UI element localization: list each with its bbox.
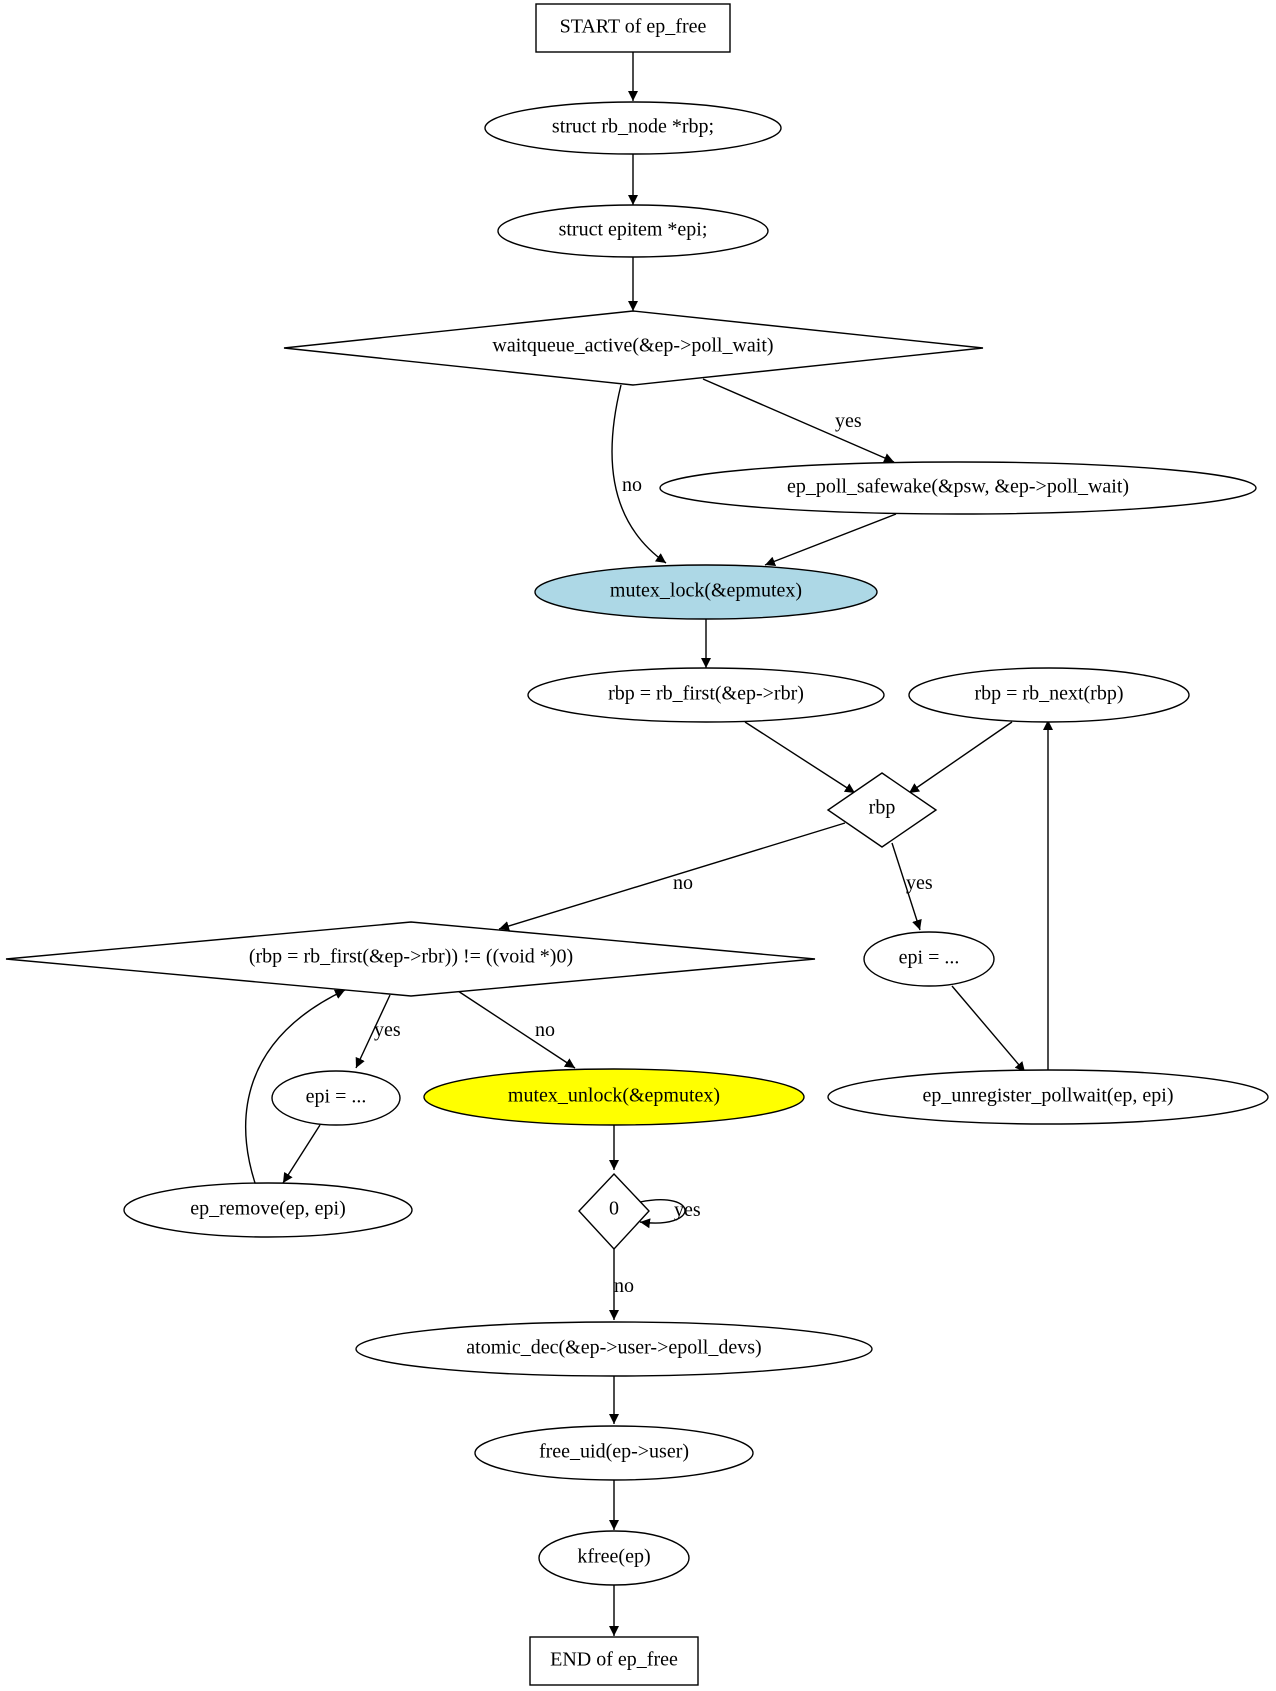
node-free-uid: free_uid(ep->user) <box>474 1425 754 1481</box>
node-rb-first-decision: (rbp = rb_first(&ep->rbr)) != ((void *)0… <box>5 921 816 997</box>
edge-rbp-no <box>498 822 846 931</box>
edge-waitqueue-yes <box>702 378 895 463</box>
node-start: START of ep_free <box>535 3 731 53</box>
node-decl-rbp: struct rb_node *rbp; <box>484 101 782 155</box>
node-mutex-unlock-label: mutex_unlock(&epmutex) <box>508 1085 720 1107</box>
node-epi-assign-right-label: epi = ... <box>899 947 960 969</box>
node-kfree: kfree(ep) <box>538 1530 690 1586</box>
edge-rb-first-to-rbp <box>744 721 856 794</box>
node-rb-first-check-label: (rbp = rb_first(&ep->rbr)) != ((void *)0… <box>249 946 573 968</box>
node-rb-first: rbp = rb_first(&ep->rbr) <box>527 667 885 723</box>
node-atomic-dec-label: atomic_dec(&ep->user->epoll_devs) <box>466 1337 761 1359</box>
node-epi-assign-right: epi = ... <box>863 931 995 987</box>
node-epi-assign-left-label: epi = ... <box>306 1086 367 1108</box>
node-unregister-label: ep_unregister_pollwait(ep, epi) <box>922 1085 1173 1107</box>
node-rbp-decision: rbp <box>826 772 938 848</box>
node-mutex-lock: mutex_lock(&epmutex) <box>534 564 878 620</box>
node-safewake: ep_poll_safewake(&psw, &ep->poll_wait) <box>659 461 1257 515</box>
node-waitqueue-decision: waitqueue_active(&ep->poll_wait) <box>283 310 984 386</box>
node-ep-remove: ep_remove(ep, epi) <box>123 1182 413 1238</box>
node-end-label: END of ep_free <box>550 1649 678 1671</box>
node-decl-epi: struct epitem *epi; <box>497 204 769 258</box>
node-mutex-unlock: mutex_unlock(&epmutex) <box>423 1068 805 1126</box>
label-loop2-yes: yes <box>374 1019 401 1041</box>
node-zero-label: 0 <box>609 1198 619 1220</box>
node-rb-first-label: rbp = rb_first(&ep->rbr) <box>608 683 804 705</box>
edge-labels: no yes no yes yes no yes no <box>374 410 933 1297</box>
label-rbp-yes: yes <box>906 872 933 894</box>
edge-rb-next-to-rbp <box>908 721 1013 794</box>
node-unregister: ep_unregister_pollwait(ep, epi) <box>827 1069 1269 1125</box>
edge-epi-right-to-unregister <box>951 985 1026 1073</box>
label-zero-yes: yes <box>674 1199 701 1221</box>
edge-waitqueue-no <box>611 384 667 564</box>
node-decl-epi-label: struct epitem *epi; <box>559 219 708 241</box>
node-decl-rbp-label: struct rb_node *rbp; <box>552 116 714 138</box>
node-safewake-label: ep_poll_safewake(&psw, &ep->poll_wait) <box>787 476 1129 498</box>
node-start-label: START of ep_free <box>560 16 707 38</box>
edge-zero-self-loop <box>639 1199 686 1229</box>
edge-loop2-no <box>457 990 576 1069</box>
edges <box>245 52 1053 1636</box>
node-mutex-lock-label: mutex_lock(&epmutex) <box>610 580 802 602</box>
node-free-uid-label: free_uid(ep->user) <box>539 1441 689 1463</box>
label-waitqueue-no: no <box>622 474 642 496</box>
node-ep-remove-label: ep_remove(ep, epi) <box>190 1198 345 1220</box>
label-loop2-no: no <box>535 1019 555 1041</box>
node-epi-assign-left: epi = ... <box>271 1070 401 1126</box>
node-kfree-label: kfree(ep) <box>577 1546 650 1568</box>
node-atomic-dec: atomic_dec(&ep->user->epoll_devs) <box>355 1321 873 1377</box>
node-zero-decision: 0 <box>578 1172 650 1251</box>
edge-ep-remove-to-loop2 <box>245 989 346 1184</box>
label-zero-no: no <box>614 1275 634 1297</box>
label-rbp-no: no <box>673 872 693 894</box>
edge-loop2-yes <box>355 994 391 1069</box>
node-rb-next-label: rbp = rb_next(rbp) <box>974 683 1123 705</box>
node-rb-next: rbp = rb_next(rbp) <box>908 667 1190 723</box>
nodes: START of ep_free struct rb_node *rbp; st… <box>5 3 1269 1686</box>
node-end: END of ep_free <box>529 1636 699 1686</box>
edge-epi-left-to-ep-remove <box>282 1124 321 1184</box>
node-rbp-label: rbp <box>869 797 896 819</box>
node-waitqueue-label: waitqueue_active(&ep->poll_wait) <box>492 335 773 357</box>
edge-rbp-yes <box>891 842 922 931</box>
label-waitqueue-yes: yes <box>835 410 862 432</box>
edge-safewake-to-mutex-lock <box>764 513 897 567</box>
